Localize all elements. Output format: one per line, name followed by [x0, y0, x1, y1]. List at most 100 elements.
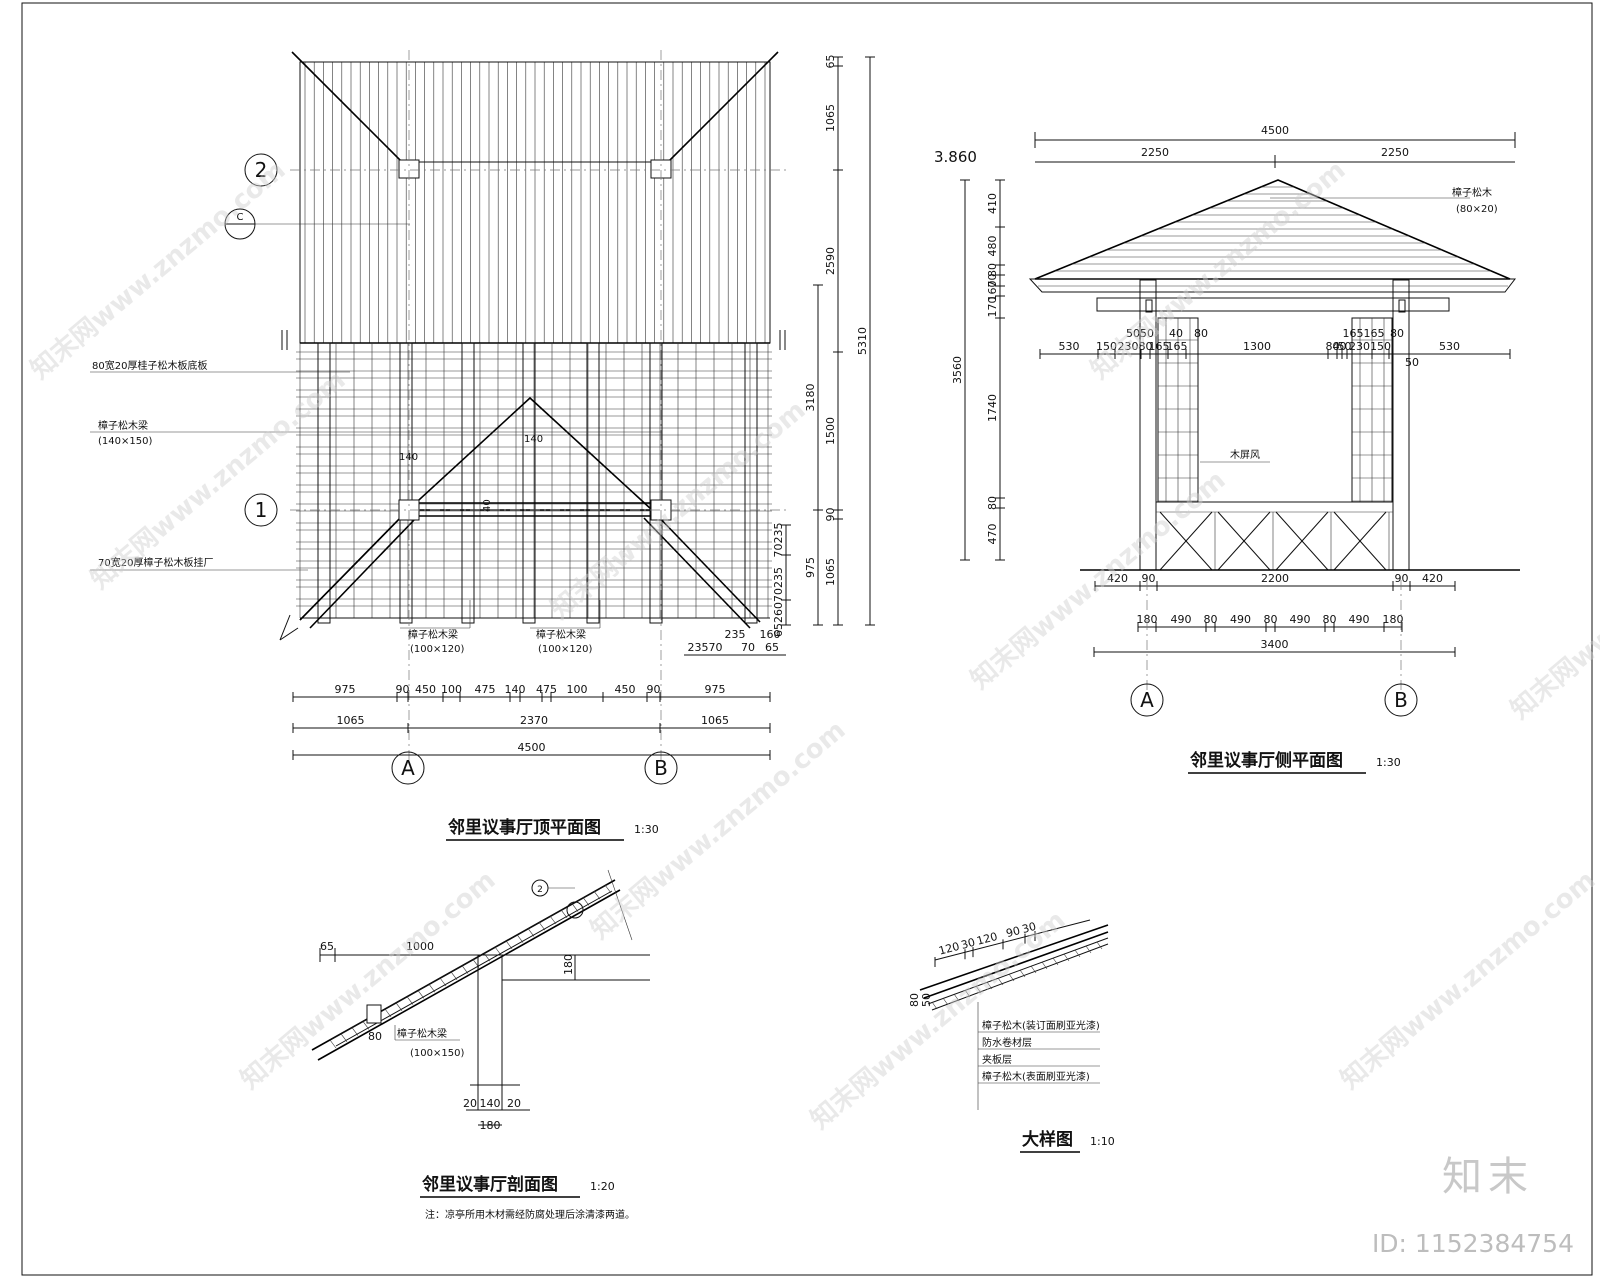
- plan-dim-b1-3: 100: [441, 683, 462, 696]
- section-dim-140: 140: [480, 1097, 501, 1110]
- plan-dim-b1-0: 975: [335, 683, 356, 696]
- detail-layer-3: 樟子松木(表面刷亚光漆): [982, 1070, 1090, 1083]
- elev-dim-lower-7: 490: [1349, 613, 1370, 626]
- plan-dim-b1-5: 140: [505, 683, 526, 696]
- label-deck: 80宽20厚桂子松木板底板: [92, 359, 207, 372]
- detail-title: 大样图: [1022, 1129, 1073, 1150]
- plan-dim-b2-2: 1065: [701, 714, 729, 727]
- section-note: 注：凉亭所用木材需经防腐处理后涂清漆两道。: [425, 1208, 635, 1221]
- elev-dim-mid-10: 230: [1349, 340, 1370, 353]
- floor-framing: [296, 342, 772, 624]
- elev-axis-b-label: B: [1394, 688, 1408, 712]
- label-beam-a-size: (100×120): [410, 644, 464, 655]
- elev-dim-mid-1: 150: [1096, 340, 1117, 353]
- axis-1-label: 1: [255, 498, 268, 522]
- elevation-cross-braces: [1159, 511, 1390, 571]
- plan-dim-small-v-2: 6526070: [772, 588, 785, 637]
- elev-dim-left-3: 70: [986, 274, 999, 288]
- elev-dim-lower-2: 80: [1204, 613, 1218, 626]
- watermark-text-6: 知末网www.znzmo.com: [965, 465, 1231, 695]
- elev-dim-mid-11: 150: [1370, 340, 1391, 353]
- label-beam-b-size: (100×120): [538, 644, 592, 655]
- elev-dim-left-1: 480: [986, 236, 999, 257]
- label-ridge-size: (80×20): [1456, 204, 1498, 215]
- detail-tag-letter: C: [237, 212, 244, 223]
- detail-dim-side-0: 80: [908, 993, 921, 1007]
- elev-dim-lower-1: 490: [1171, 613, 1192, 626]
- watermark-text-0: 知末网www.znzmo.com: [25, 155, 291, 385]
- section-label-beam-size: (100×150): [410, 1048, 464, 1059]
- section-view: 2 65 1000 180 80 樟子松木梁 (100×150) 20 140 …: [311, 869, 650, 1221]
- elev-dim-left-4: 160: [986, 281, 999, 302]
- label-beam-a: 樟子松木梁: [408, 628, 458, 641]
- plan-dim-small-v-0: 70235: [772, 523, 785, 558]
- section-dim-80: 80: [368, 1030, 382, 1043]
- elev-dim-mid-8: 40: [1333, 340, 1347, 353]
- section-dim-1000: 1000: [406, 940, 434, 953]
- plan-dim-r1-4: 90: [824, 508, 837, 522]
- plan-dim-b1-8: 100: [567, 683, 588, 696]
- elev-dim-base-1: 90: [1142, 572, 1156, 585]
- detail-dim-2: 120: [975, 930, 999, 948]
- plan-dim-b1-4: 475: [475, 683, 496, 696]
- elev-dim-mid-6: 1300: [1243, 340, 1271, 353]
- side-elevation-title: 邻里议事厅侧平面图: [1190, 750, 1343, 771]
- plan-dim-r1-1: 1065: [824, 104, 837, 132]
- plan-dim-u3: 70: [741, 641, 755, 654]
- plan-dim-u2: 23570: [688, 641, 723, 654]
- section-title: 邻里议事厅剖面图: [422, 1174, 558, 1195]
- elevation-roof-lines: [1054, 186, 1492, 272]
- brand-logo: 知末: [1442, 1154, 1534, 1200]
- mark-140-a: 140: [399, 452, 418, 463]
- elev-dim-mid-12: 530: [1439, 340, 1460, 353]
- elev-dim-lower-4: 80: [1264, 613, 1278, 626]
- plan-dim-u0: 235: [725, 628, 746, 641]
- label-batten: 70宽20厚樟子松木板挂厂: [98, 556, 213, 569]
- watermark-text-2: 知末网www.znzmo.com: [235, 865, 501, 1095]
- label-ridge: 樟子松木: [1452, 186, 1492, 199]
- detail-dim-0: 120: [937, 940, 961, 958]
- mark-40: 40: [482, 499, 493, 512]
- label-main-beam: 樟子松木梁: [98, 419, 148, 432]
- elev-dim-base-0: 420: [1107, 572, 1128, 585]
- elev-dim-base-3: 90: [1395, 572, 1409, 585]
- elev-dim-lower-3: 490: [1230, 613, 1251, 626]
- plan-dim-b2-0: 1065: [337, 714, 365, 727]
- axis-b-label: B: [654, 756, 668, 780]
- elev-dim-mid-4: 165: [1149, 340, 1170, 353]
- top-plan-view: 2 1 A B C 80宽20厚桂子松木板底板 樟子松木梁 (140×150) …: [90, 50, 875, 841]
- axis-a-label: A: [401, 756, 415, 780]
- elev-dim-lower-8: 180: [1383, 613, 1404, 626]
- plan-dim-r1-0: 65: [824, 55, 837, 69]
- label-beam-b: 樟子松木梁: [536, 628, 586, 641]
- section-scale: 1:20: [590, 1180, 615, 1193]
- mark-140-b: 140: [524, 434, 543, 445]
- side-elevation-view: 3.860 4500 2250 2250 樟子松木 (80×20) 木屏风: [934, 124, 1520, 774]
- elev-dim-half-left: 2250: [1141, 146, 1169, 159]
- roof-battens: [304, 62, 766, 343]
- elev-dim-mid-top-1: 40: [1169, 327, 1183, 340]
- image-id: ID: 1152384754: [1371, 1229, 1574, 1258]
- plan-dim-r1b-1: 975: [804, 557, 817, 578]
- side-elevation-scale: 1:30: [1376, 756, 1401, 769]
- plan-dim-b1-10: 90: [647, 683, 661, 696]
- elev-dim-mid-0: 530: [1059, 340, 1080, 353]
- plan-dim-b1-1: 90: [396, 683, 410, 696]
- elev-dim-base-4: 420: [1422, 572, 1443, 585]
- elev-dim-lower-5: 490: [1290, 613, 1311, 626]
- elev-dim-left-7: 80: [986, 496, 999, 510]
- label-screen: 木屏风: [1230, 449, 1260, 461]
- plan-dim-r2-0: 5310: [856, 327, 869, 355]
- plan-dim-r1-3: 1500: [824, 417, 837, 445]
- plan-dim-r1b-0: 3180: [804, 384, 817, 412]
- detail-dim-3: 90: [1005, 924, 1022, 940]
- plan-dim-u4: 65: [765, 641, 779, 654]
- plan-dim-r1-5: 1065: [824, 558, 837, 586]
- elev-dim-total-0: 3400: [1261, 638, 1289, 651]
- section-dim-20a: 20: [463, 1097, 477, 1110]
- watermark-text-7: 知末网www.znzmo.com: [1085, 155, 1351, 385]
- detail-dim-side-1: 50: [920, 993, 933, 1007]
